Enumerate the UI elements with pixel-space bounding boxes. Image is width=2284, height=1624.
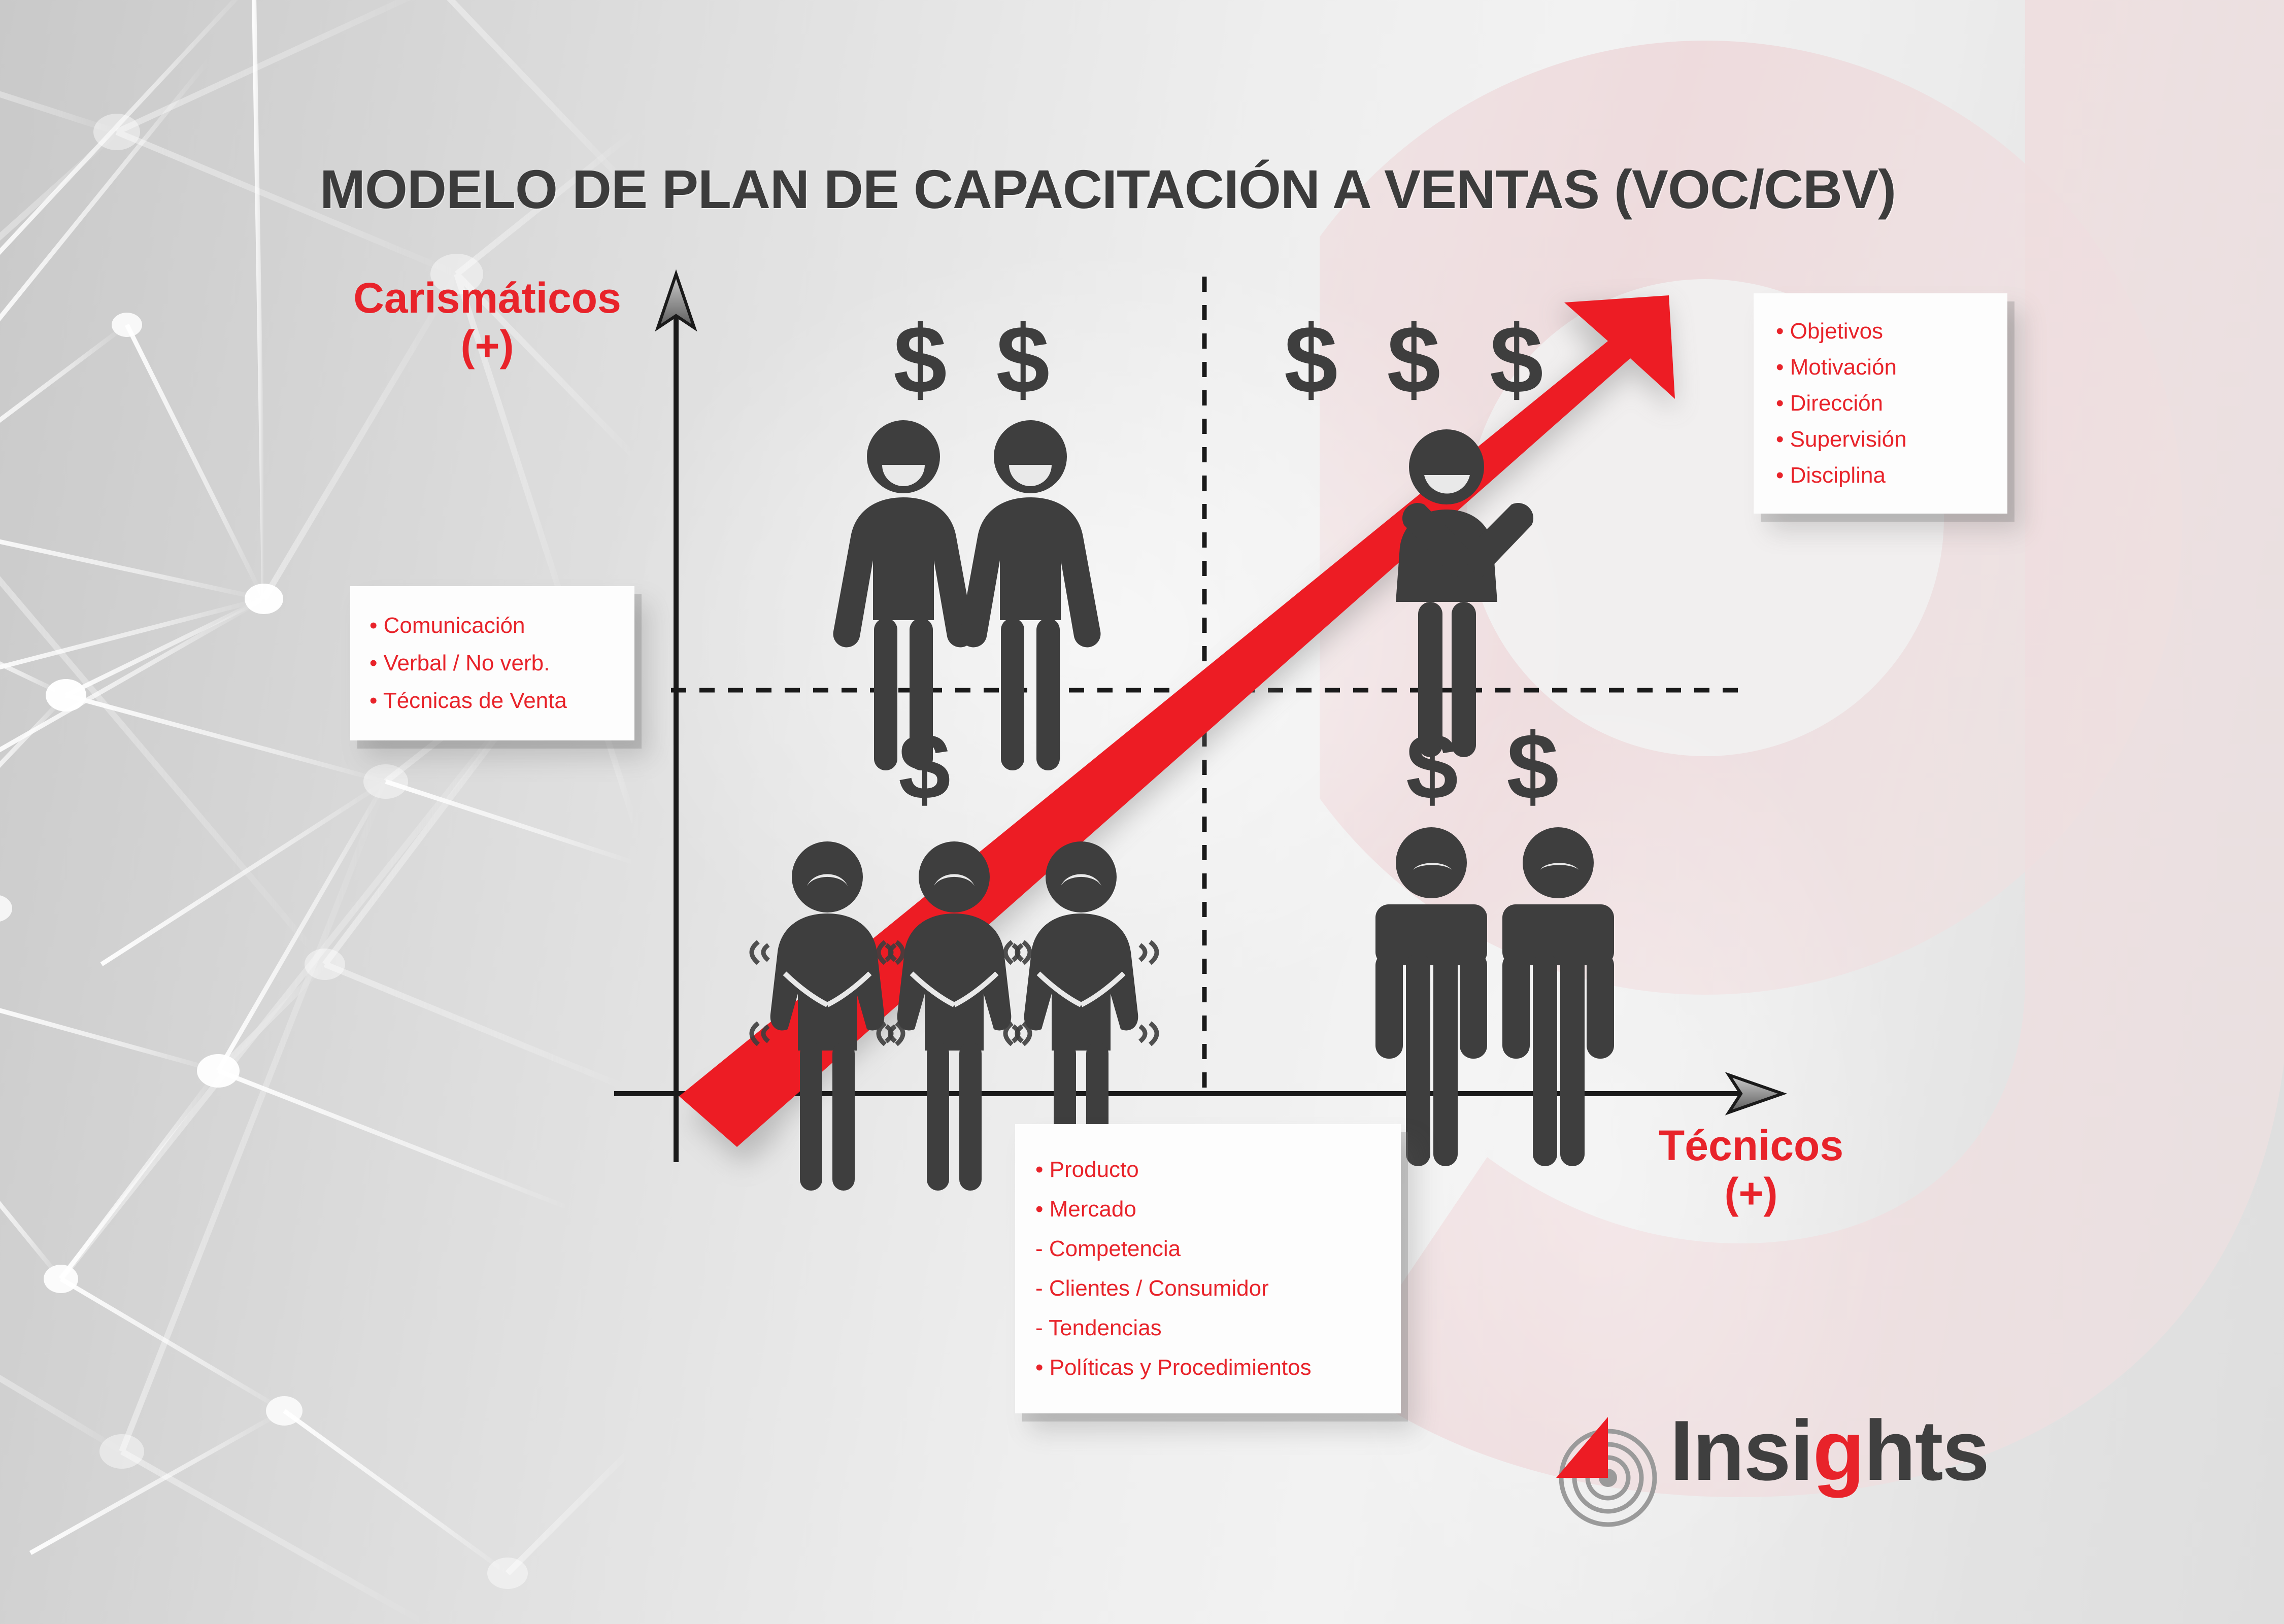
list-item: • Producto: [1035, 1157, 1139, 1182]
list-item: • Disciplina: [1776, 463, 1886, 488]
list-item: • Políticas y Procedimientos: [1035, 1355, 1312, 1380]
list-item: • Dirección: [1776, 391, 1884, 416]
x-axis-label: Técnicos (+): [1594, 1122, 1908, 1217]
money-bottom-left: $: [898, 715, 962, 819]
list-item: - Competencia: [1035, 1236, 1181, 1261]
card-conocimiento-tecnico[interactable]: • Producto • Mercado - Competencia - Cli…: [1015, 1124, 1401, 1413]
money-top-left: $ $: [893, 306, 1061, 414]
page-title: MODELO DE PLAN DE CAPACITACIÓN A VENTAS …: [320, 158, 1896, 220]
y-axis-label-line2: (+): [460, 322, 514, 370]
card-comunicacion[interactable]: • Comunicación • Verbal / No verb. • Téc…: [350, 586, 634, 740]
logo-text-g: g: [1812, 1403, 1865, 1498]
list-item: - Clientes / Consumidor: [1035, 1276, 1269, 1301]
y-axis-label: Carismáticos (+): [330, 274, 645, 369]
target-arrow-icon: [1556, 1417, 1657, 1527]
insights-logo[interactable]: Insights: [1543, 1403, 2000, 1538]
list-item: • Supervisión: [1776, 427, 1907, 452]
x-axis-label-line1: Técnicos: [1658, 1122, 1844, 1169]
logo-text-part2: hts: [1864, 1403, 1990, 1498]
y-axis-label-line1: Carismáticos: [353, 274, 621, 322]
list-item: • Objetivos: [1776, 319, 1884, 344]
list-item: • Verbal / No verb.: [370, 651, 550, 675]
list-item: • Técnicas de Venta: [370, 688, 567, 713]
list-item: • Comunicación: [370, 613, 525, 638]
x-axis-label-line2: (+): [1724, 1169, 1778, 1217]
list-item: • Mercado: [1035, 1197, 1136, 1222]
logo-wordmark: Insights: [1670, 1402, 1990, 1500]
money-bottom-right: $ $: [1406, 715, 1570, 819]
list-item: • Motivación: [1776, 355, 1897, 380]
card-gestion[interactable]: • Objetivos • Motivación • Dirección • S…: [1754, 293, 2007, 514]
logo-text-part1: Insi: [1670, 1403, 1813, 1498]
list-item: - Tendencias: [1035, 1315, 1162, 1340]
money-top-right: $ $ $: [1284, 306, 1555, 414]
network-background-pattern: [0, 0, 634, 1624]
